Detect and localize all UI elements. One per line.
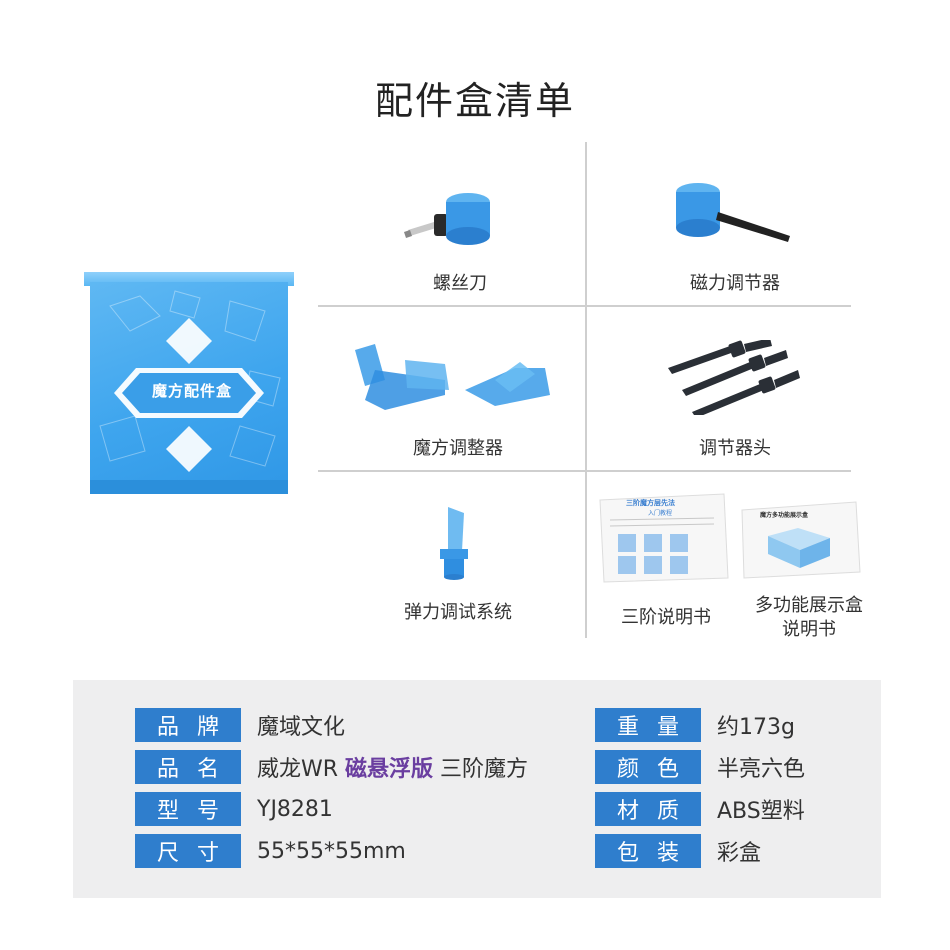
box-diamond-top (166, 318, 212, 364)
spec-label: 尺寸 (135, 834, 241, 868)
spec-label: 品牌 (135, 708, 241, 742)
page-title: 配件盒清单 (374, 79, 575, 123)
spec-panel: 品牌 魔域文化 品名 威龙WR 磁悬浮版 三阶魔方 型号 YJ8281 尺寸 5… (73, 680, 881, 898)
spec-label: 型号 (135, 792, 241, 826)
spec-row-product-name: 品名 威龙WR 磁悬浮版 三阶魔方 (135, 750, 528, 784)
spec-value: 魔域文化 (257, 715, 346, 740)
manual-title-text: 三阶魔方层先法 (626, 499, 675, 507)
spec-row-material: 材质 ABS塑料 (595, 792, 805, 826)
manual-icon: 三阶魔方层先法 入门教程 (596, 490, 731, 585)
spec-value: 约173g (717, 715, 795, 740)
spec-row-size: 尺寸 55*55*55mm (135, 834, 406, 868)
spec-label: 品名 (135, 750, 241, 784)
spec-label: 重量 (595, 708, 701, 742)
spec-value: YJ8281 (257, 796, 333, 822)
spec-row-color: 颜色 半亮六色 (595, 750, 805, 784)
caption-screwdriver: 螺丝刀 (433, 273, 487, 294)
spec-label: 颜色 (595, 750, 701, 784)
spec-value: 彩盒 (717, 841, 762, 866)
caption-display-box-manual: 多功能展示盒 说明书 (729, 594, 889, 642)
box-bottom-edge (90, 480, 288, 494)
tension-tool-icon (440, 507, 468, 580)
spec-value-prefix: 威龙WR (257, 757, 346, 782)
spec-value: 55*55*55mm (257, 838, 406, 864)
caption-tension-tool: 弹力调试系统 (404, 602, 512, 623)
spec-value: ABS塑料 (717, 799, 805, 824)
spec-row-brand: 品牌 魔域文化 (135, 708, 345, 742)
spec-row-packaging: 包装 彩盒 (595, 834, 761, 868)
display-manual-title-text: 魔方多功能展示盒 (760, 512, 809, 519)
box-label-shape (114, 368, 264, 418)
caption-display-line1: 多功能展示盒 (755, 595, 863, 616)
cube-adjuster-icon (355, 344, 550, 410)
caption-manual: 三阶说明书 (621, 607, 711, 628)
box-diamond-bottom (166, 426, 212, 472)
caption-display-line2: 说明书 (782, 619, 836, 640)
spec-value: 半亮六色 (717, 757, 806, 782)
spec-value-highlight: 磁悬浮版 (345, 757, 434, 782)
spec-value: 威龙WR 磁悬浮版 三阶魔方 (257, 751, 528, 783)
spec-label: 材质 (595, 792, 701, 826)
caption-magnetic-adjuster: 磁力调节器 (690, 273, 780, 294)
caption-cube-adjuster: 魔方调整器 (413, 438, 503, 459)
screwdriver-icon (404, 193, 490, 245)
box-pattern (99, 290, 281, 467)
magnetic-adjuster-icon (676, 183, 790, 242)
manual-subtitle-text: 入门教程 (648, 510, 673, 517)
grid-divider-horizontal-1 (318, 305, 851, 307)
caption-adjuster-heads: 调节器头 (699, 438, 771, 459)
grid-divider-vertical (585, 142, 587, 638)
grid-divider-horizontal-2 (318, 470, 851, 472)
adjuster-heads-icon (668, 340, 800, 415)
spec-value-suffix: 三阶魔方 (433, 757, 529, 782)
display-box-manual-icon: 魔方多功能展示盒 (738, 498, 863, 580)
accessory-box-image: 魔方配件盒 (84, 272, 294, 494)
box-label: 魔方配件盒 (151, 382, 232, 400)
spec-row-model: 型号 YJ8281 (135, 792, 333, 826)
spec-label: 包装 (595, 834, 701, 868)
spec-row-weight: 重量 约173g (595, 708, 795, 742)
